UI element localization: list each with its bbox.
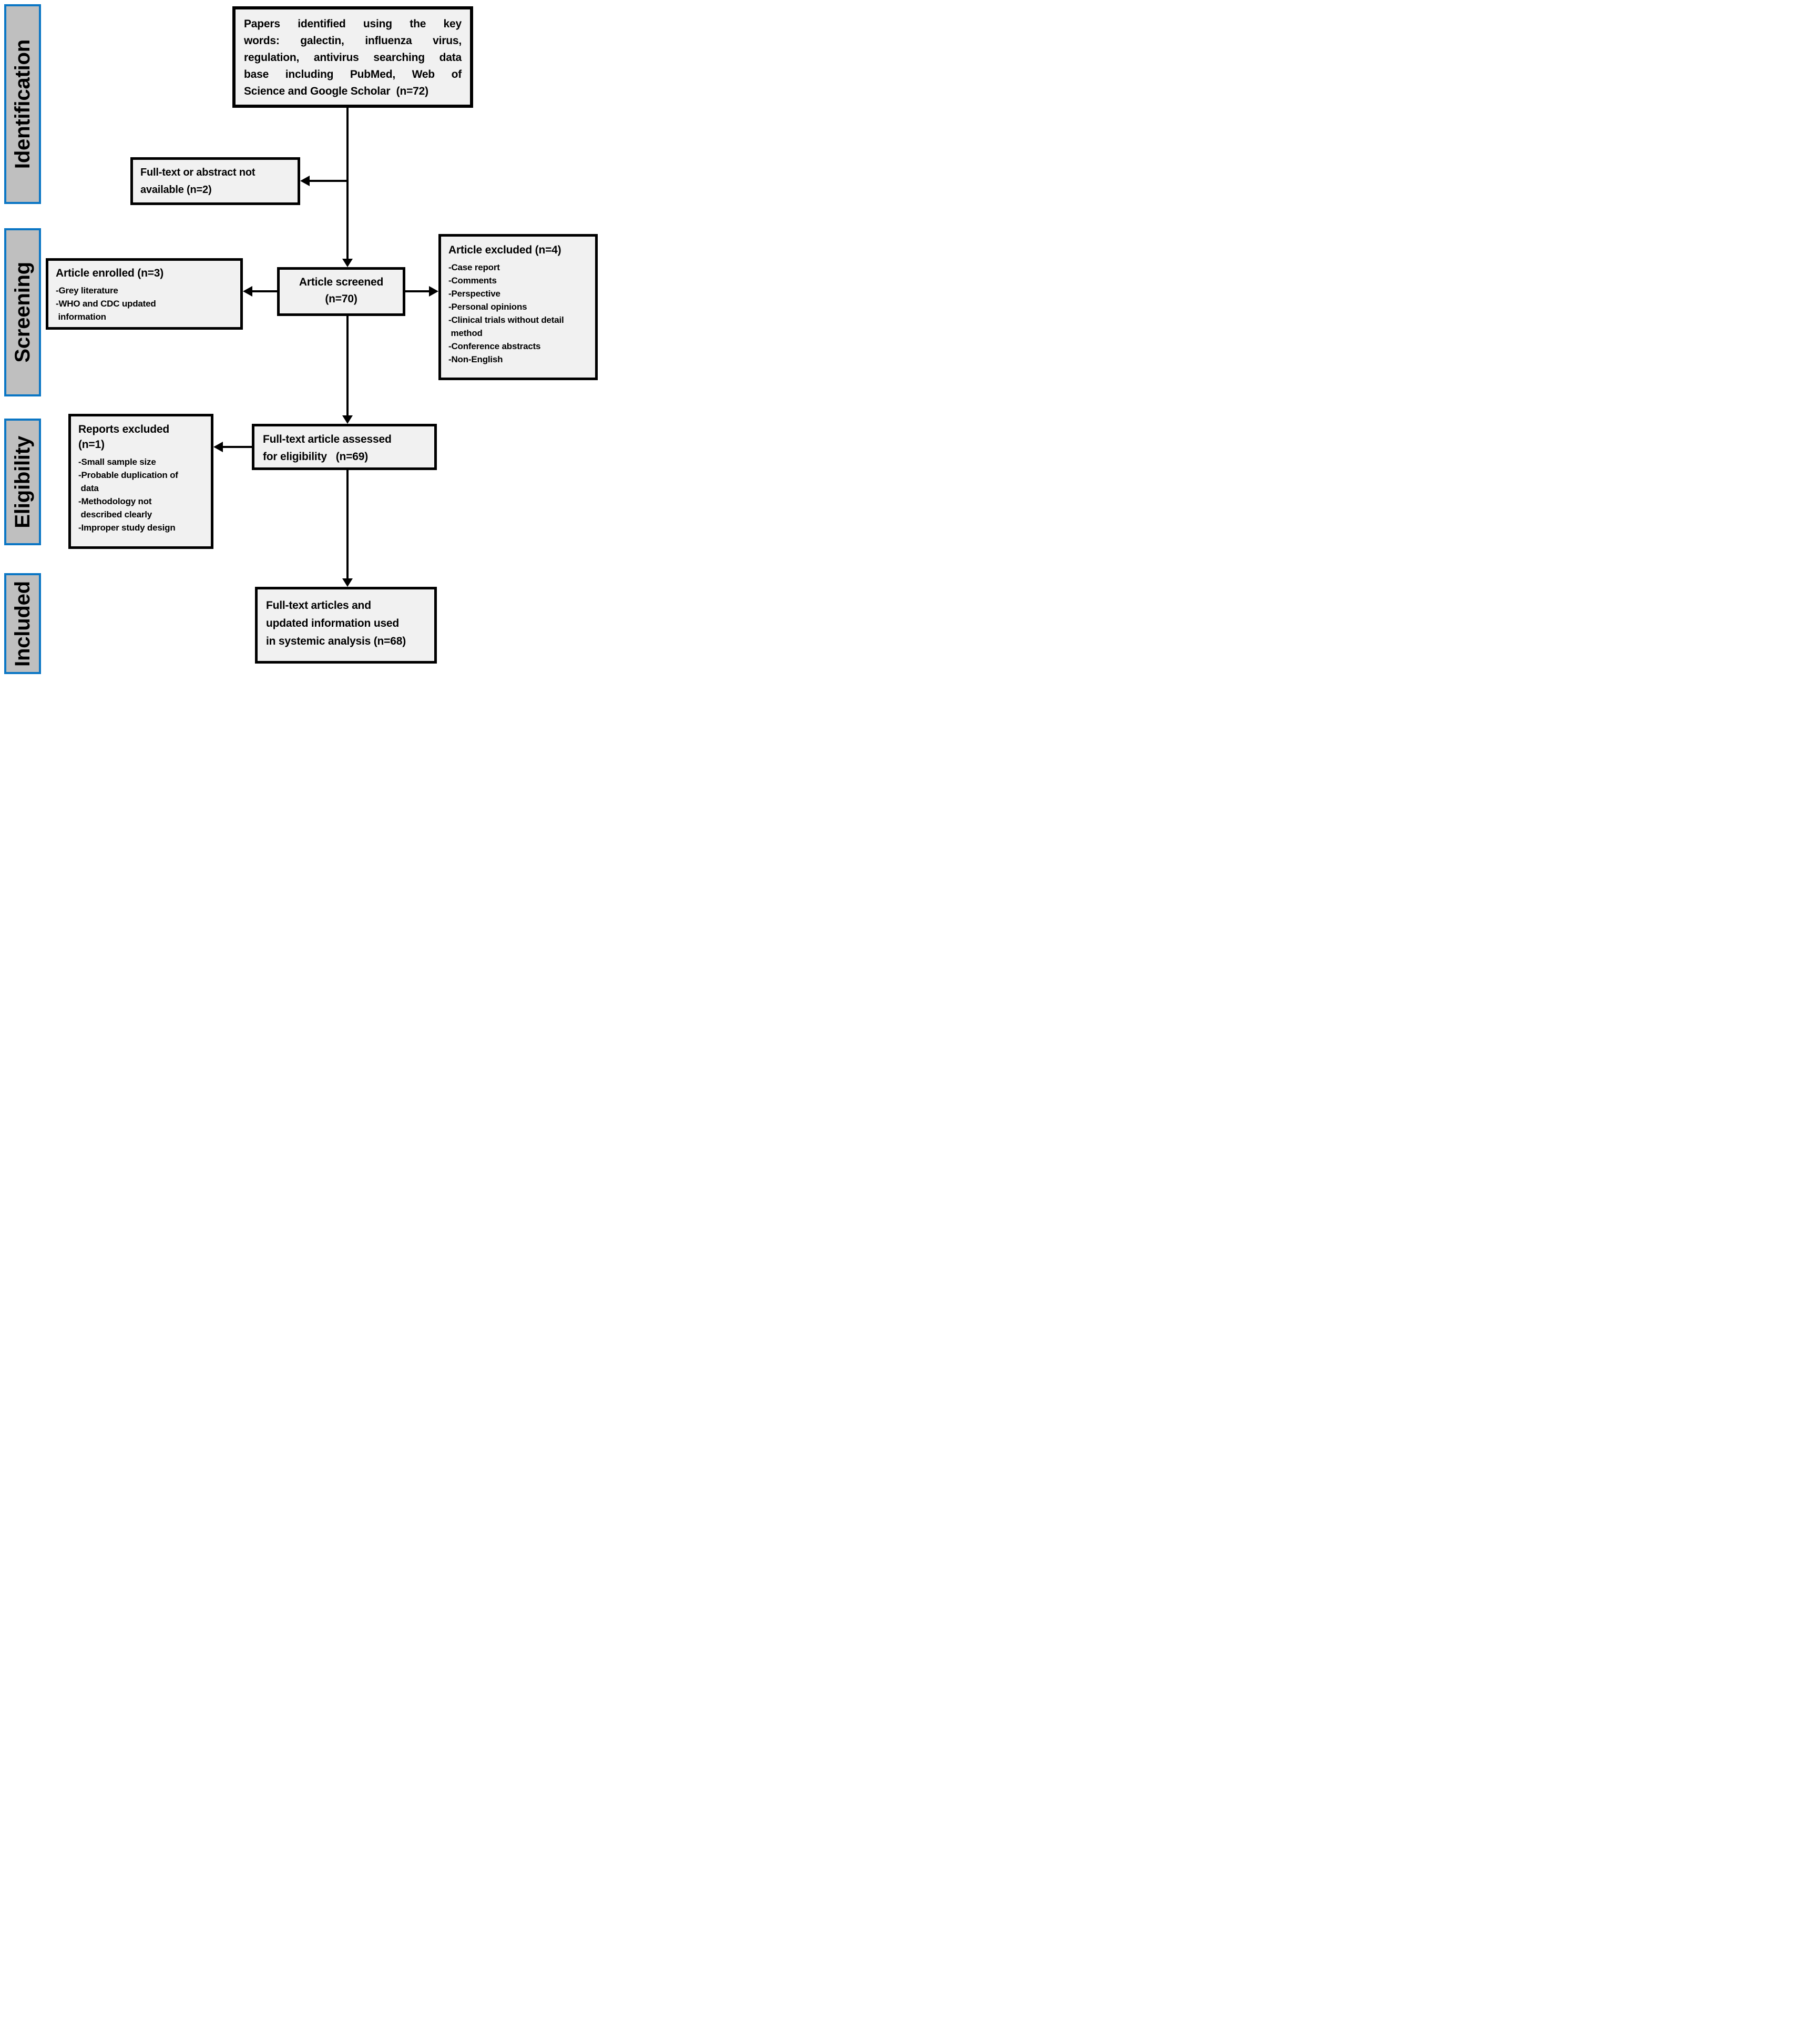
list-item: -Conference abstracts xyxy=(448,341,541,351)
papers-identified-line: base including PubMed, Web of xyxy=(244,68,462,80)
list-item: -Small sample size xyxy=(78,457,156,467)
list-item: -Perspective xyxy=(448,289,500,299)
box-article-excluded: Article excluded (n=4) -Case report -Com… xyxy=(438,234,598,380)
fulltext-assessed-text: Full-text article assessed for eligibili… xyxy=(263,433,392,463)
stage-screening-label: Screening xyxy=(11,262,34,363)
article-excluded-title: Article excluded (n=4) xyxy=(448,244,561,256)
arrow-assessed-to-final-line xyxy=(346,470,349,578)
stage-identification-label: Identification xyxy=(11,39,34,169)
prisma-flow-diagram: Identification Screening Eligibility Inc… xyxy=(0,0,607,676)
arrow-screened-to-excluded-head xyxy=(429,286,438,297)
arrow-screened-to-enrolled-line xyxy=(251,290,277,292)
stage-included-label: Included xyxy=(11,580,34,667)
box-article-screened: Article screened (n=70) xyxy=(277,267,405,316)
stage-included: Included xyxy=(4,573,41,674)
arrow-assessed-to-reports-head xyxy=(213,442,223,452)
stage-screening: Screening xyxy=(4,228,41,396)
arrow-screened-to-assessed-line xyxy=(346,316,349,415)
arrow-identified-to-screened-head xyxy=(342,259,353,267)
fulltext-not-available-text: Full-text or abstract not available (n=2… xyxy=(140,167,255,196)
papers-identified-line: regulation, antivirus searching data xyxy=(244,52,462,64)
list-item: -Methodology not described clearly xyxy=(78,496,152,520)
arrow-screened-to-excluded-line xyxy=(405,290,430,292)
list-item: -Probable duplication of data xyxy=(78,470,178,493)
papers-identified-line: words: galectin, influenza virus, xyxy=(244,35,462,47)
list-item: -Case report xyxy=(448,262,500,272)
list-item: -WHO and CDC updated information xyxy=(56,299,156,322)
papers-identified-line: Science and Google Scholar (n=72) xyxy=(244,85,428,97)
list-item: -Non-English xyxy=(448,354,503,364)
box-papers-identified: Papers identified using the key words: g… xyxy=(232,6,473,108)
list-item: -Improper study design xyxy=(78,523,176,533)
reports-excluded-title: Reports excluded (n=1) xyxy=(78,423,170,451)
article-screened-text: Article screened (n=70) xyxy=(299,276,384,305)
arrow-identified-to-screened-line xyxy=(346,108,349,260)
box-fulltext-not-available: Full-text or abstract not available (n=2… xyxy=(130,157,300,205)
stage-identification: Identification xyxy=(4,4,41,204)
article-enrolled-title: Article enrolled (n=3) xyxy=(56,267,164,279)
box-article-enrolled: Article enrolled (n=3) -Grey literature … xyxy=(46,258,243,330)
arrow-screened-to-assessed-head xyxy=(342,415,353,424)
box-fulltext-assessed: Full-text article assessed for eligibili… xyxy=(252,424,437,470)
list-item: -Grey literature xyxy=(56,286,118,296)
list-item: -Clinical trials without detail method xyxy=(448,315,564,338)
box-included-final: Full-text articles and updated informati… xyxy=(255,587,437,664)
arrow-to-not-available-head xyxy=(300,176,310,186)
stage-eligibility: Eligibility xyxy=(4,419,41,545)
arrow-to-not-available-line xyxy=(309,180,347,182)
papers-identified-line: Papers identified using the key xyxy=(244,18,462,30)
list-item: -Comments xyxy=(448,276,497,286)
list-item: -Personal opinions xyxy=(448,302,527,312)
arrow-screened-to-enrolled-head xyxy=(243,286,252,297)
included-final-text: Full-text articles and updated informati… xyxy=(266,599,406,647)
arrow-assessed-to-reports-line xyxy=(222,446,252,448)
arrow-assessed-to-final-head xyxy=(342,578,353,587)
stage-eligibility-label: Eligibility xyxy=(11,435,34,528)
box-reports-excluded: Reports excluded (n=1) -Small sample siz… xyxy=(68,414,213,549)
